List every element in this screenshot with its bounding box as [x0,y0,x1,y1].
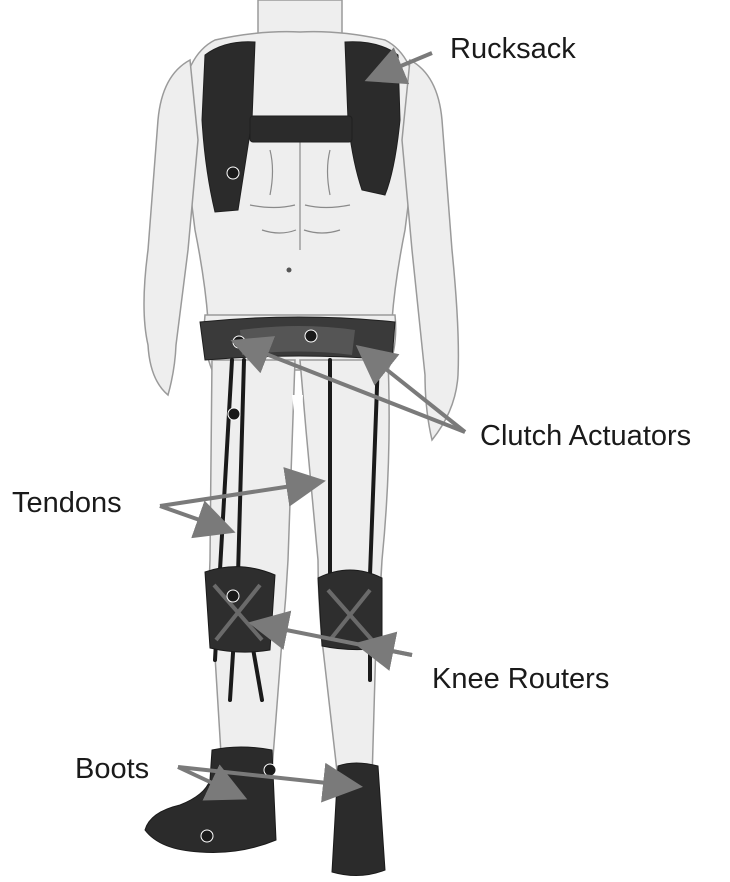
label-knee-routers: Knee Routers [432,663,609,695]
knee-routers [205,567,382,652]
right-boot [332,763,385,876]
right-arm [402,60,458,440]
label-clutch-actuators: Clutch Actuators [480,420,691,452]
label-boots: Boots [75,753,149,785]
chest-strap [250,116,352,142]
left-arm [144,60,198,395]
left-knee-router [205,567,275,652]
left-leg [210,360,296,770]
label-rucksack: Rucksack [450,33,576,65]
label-tendons: Tendons [12,487,122,519]
